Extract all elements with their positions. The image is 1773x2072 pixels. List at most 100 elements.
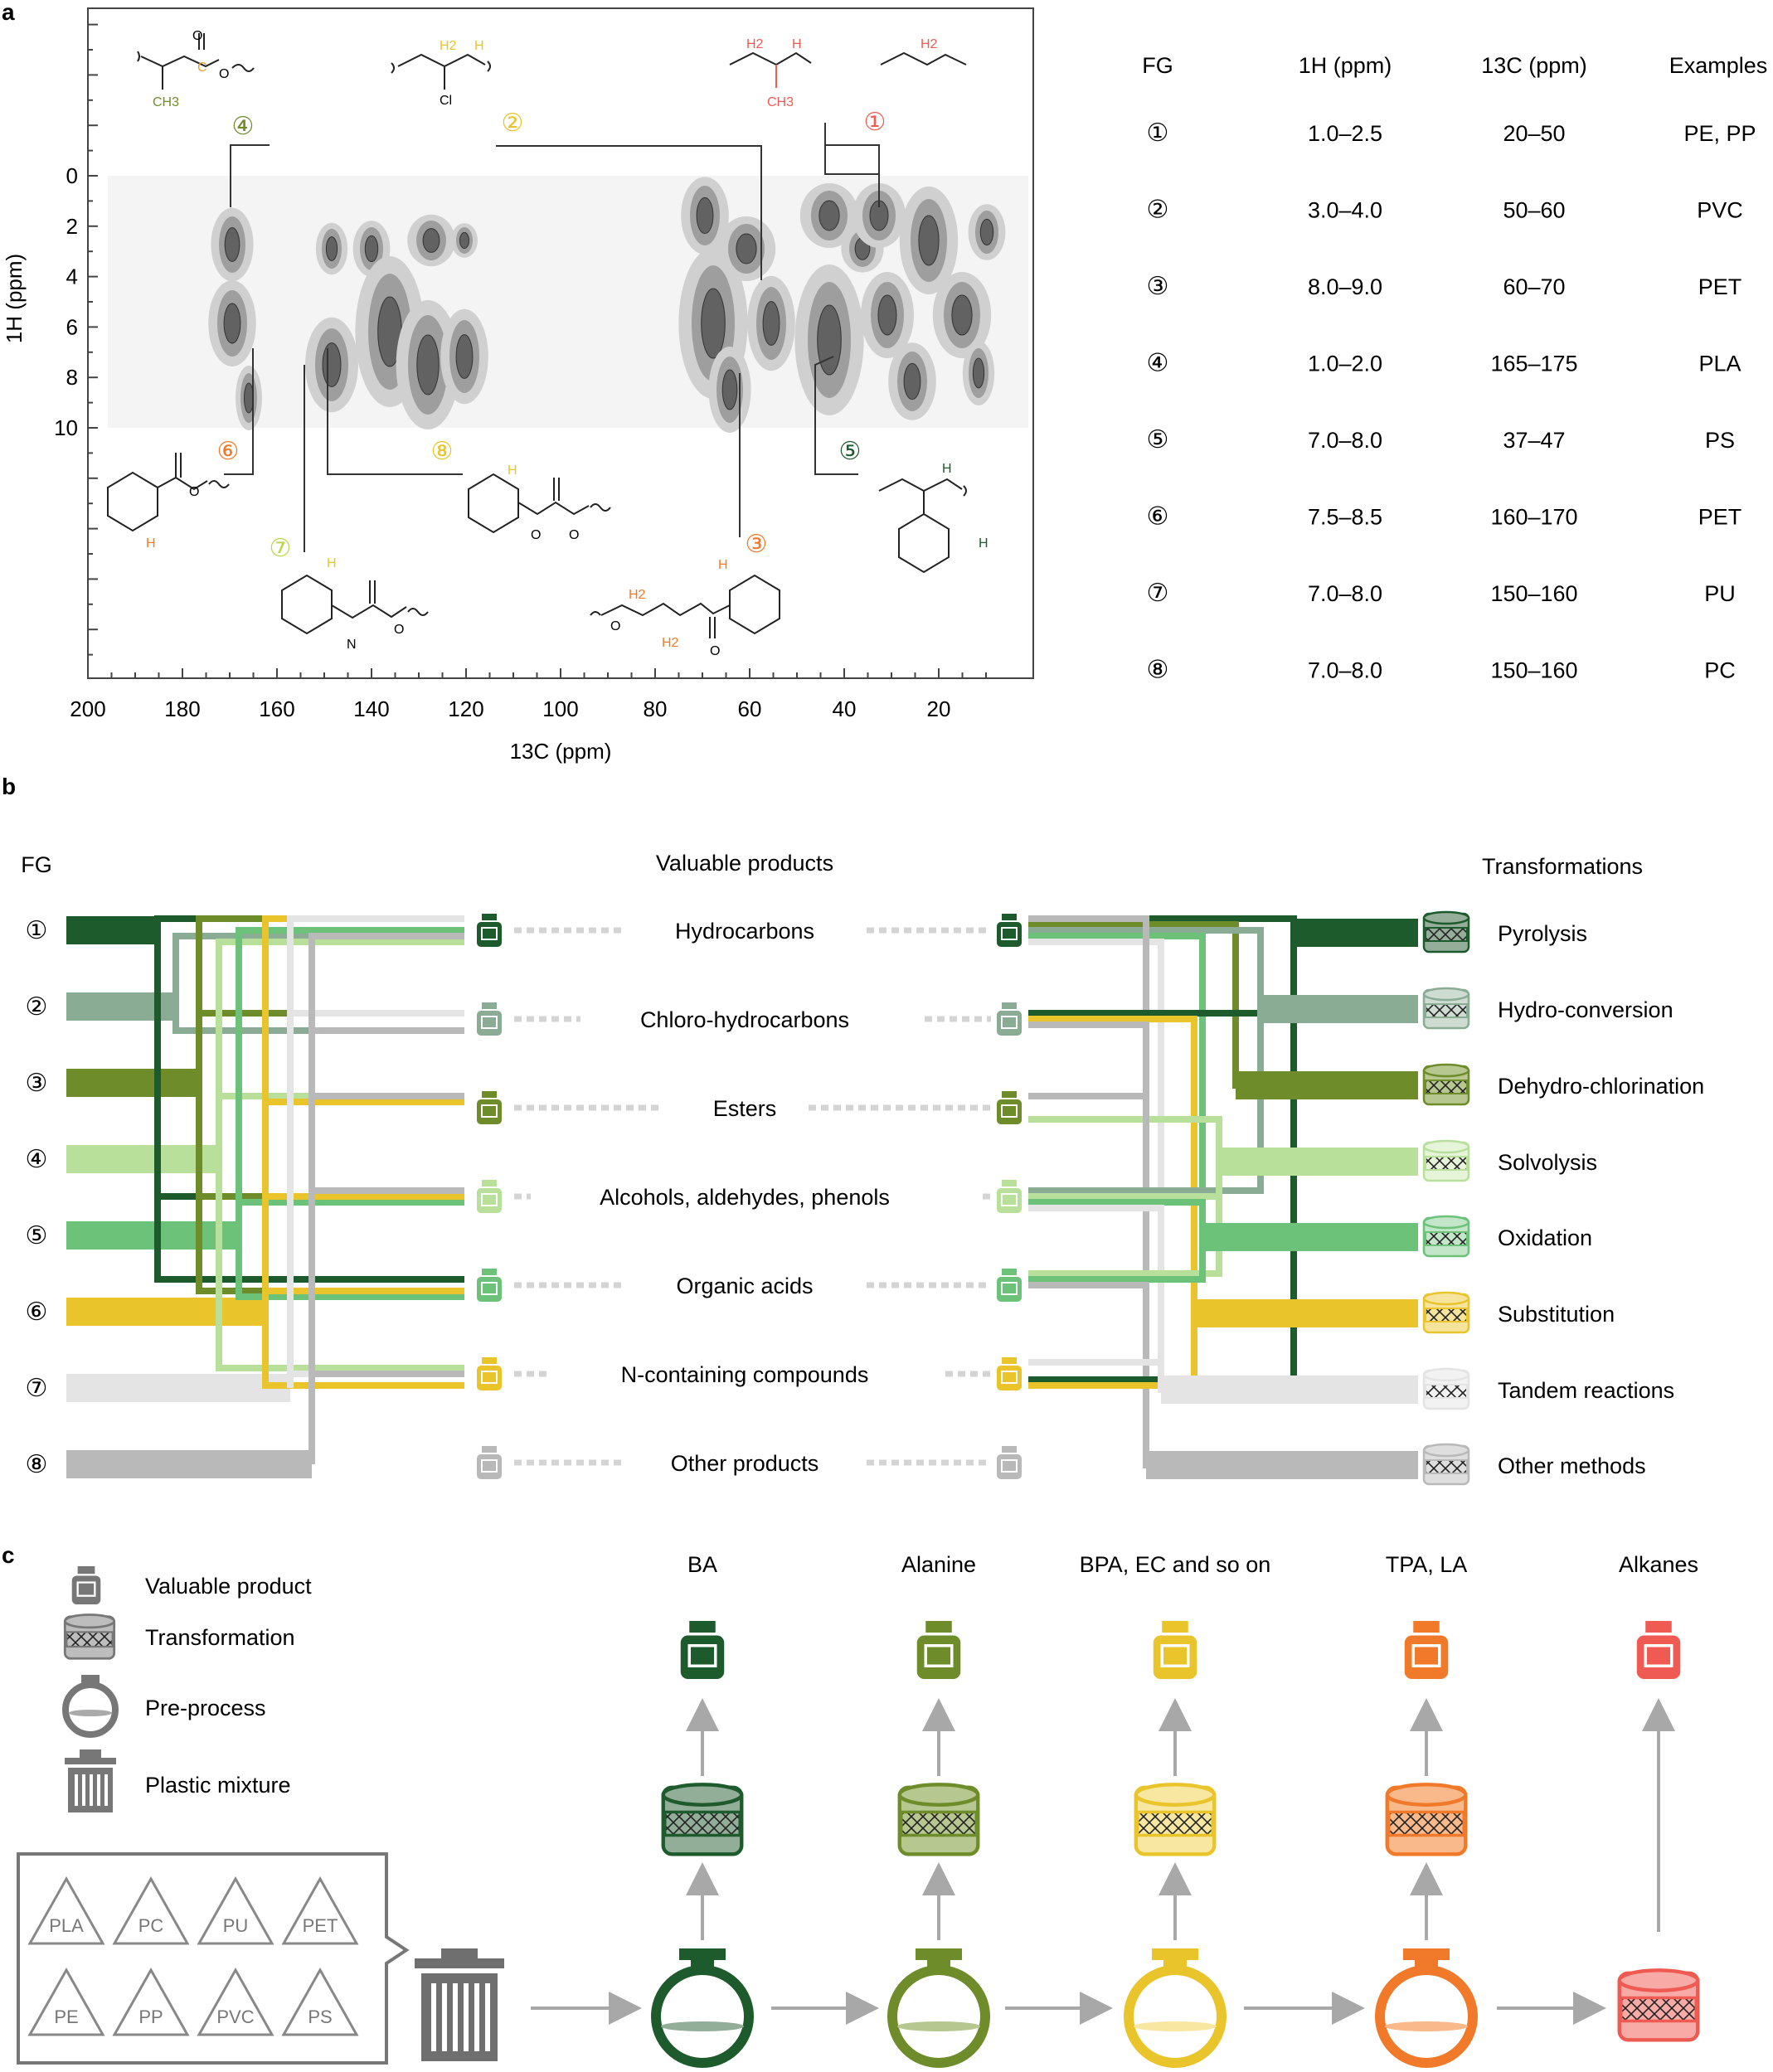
contour-inner (736, 233, 757, 264)
contour-inner (455, 334, 474, 379)
pipeline-stage: Alanine (887, 1552, 990, 2068)
bottle-body (477, 1011, 502, 1036)
transformation-node: Tandem reactions (1422, 1367, 1674, 1410)
bottle-label (76, 1581, 96, 1597)
bottle-body (997, 922, 1022, 947)
product-node: N-containing compounds (477, 1357, 1022, 1390)
transformation-node: Solvolysis (1422, 1139, 1597, 1182)
contour-inner (721, 369, 738, 410)
c-range-cell: 60–70 (1503, 274, 1565, 299)
h-range-cell: 7.0–8.0 (1308, 658, 1382, 683)
product-node: Hydrocarbons (477, 914, 1022, 947)
svg-text:H: H (327, 556, 337, 570)
pipeline-product-label: BA (687, 1552, 717, 1577)
contour-inner (903, 362, 921, 400)
reactor-drum (897, 1783, 980, 1856)
pipeline-product-label: Alkanes (1619, 1552, 1698, 1577)
callout-1: ① (864, 109, 886, 136)
plastic-code: PLA (49, 1915, 84, 1936)
bottle-body (997, 1366, 1022, 1390)
y-tick-label: 4 (66, 264, 78, 289)
flask-icon (651, 1948, 754, 2068)
svg-text:CH3: CH3 (767, 95, 794, 109)
plastic-code: PS (308, 2006, 332, 2027)
fg-product-link (287, 1010, 464, 1388)
product-label: Alcohols, aldehydes, phenols (600, 1185, 890, 1210)
callout-7: ⑦ (270, 535, 292, 562)
legend-transformation: Transformation (145, 1625, 295, 1650)
callout-3: ③ (746, 531, 768, 558)
reactor-drum (63, 1613, 116, 1660)
contour-inner (818, 200, 840, 231)
svg-text:H2: H2 (440, 39, 457, 53)
examples-cell: PVC (1697, 198, 1743, 223)
contour-inner (696, 197, 714, 235)
svg-text:O: O (531, 528, 541, 542)
contour-inner (918, 215, 940, 266)
callout-6: ⑥ (217, 438, 240, 465)
bottle-label (1001, 927, 1018, 940)
bottle-body (477, 1454, 502, 1479)
conversion-network: FG Valuable products Transformations ①②③… (21, 851, 1704, 1486)
transformation-node: Dehydro-chlorination (1422, 1063, 1704, 1106)
reactor-drum (1617, 1968, 1700, 2042)
x-tick-label: 60 (738, 696, 762, 721)
x-axis-label: 13C (ppm) (510, 739, 612, 764)
bottle-cap (1002, 1357, 1017, 1364)
h-range-cell: 3.0–4.0 (1308, 198, 1382, 223)
structure-drawings (107, 33, 967, 638)
product-node: Esters (477, 1091, 1022, 1124)
svg-text:H2: H2 (921, 37, 938, 51)
h-range-cell: 7.0–8.0 (1308, 581, 1382, 606)
pipeline-stage: BA (651, 1552, 754, 2068)
contour-inner (422, 228, 440, 253)
fg-product-link (216, 939, 464, 1159)
bottle-cap (482, 1357, 497, 1364)
recycling-symbol: PU (197, 1875, 274, 1945)
bottle-cap (1002, 1269, 1017, 1275)
contour-inner (325, 236, 338, 261)
h-range-cell: 1.0–2.0 (1308, 352, 1382, 376)
svg-text:13C (ppm): 13C (ppm) (1481, 53, 1587, 78)
plastic-code: PU (223, 1915, 249, 1936)
product-label: Other products (671, 1451, 819, 1476)
svg-text:H: H (979, 536, 989, 551)
fg-product-link (308, 1187, 464, 1464)
contour-inner (224, 227, 240, 262)
callout-leaders (224, 123, 880, 552)
y-tick-label: 6 (66, 314, 78, 339)
svg-text:O: O (192, 29, 202, 43)
transformation-node: Other methods (1422, 1443, 1646, 1486)
contour-inner (322, 342, 342, 387)
fg-product-link (262, 915, 464, 1312)
transformation-node: Hydro-conversion (1422, 987, 1673, 1030)
product-node: Other products (477, 1446, 1022, 1479)
bottle-cap (1002, 1446, 1017, 1453)
c-range-cell: 20–50 (1503, 121, 1565, 146)
recycling-symbol: PS (281, 1967, 359, 2036)
transformation-label: Tandem reactions (1498, 1378, 1674, 1403)
transformation-node: Oxidation (1422, 1215, 1592, 1258)
c-range-cell: 150–160 (1490, 658, 1577, 683)
h-range-cell: 7.0–8.0 (1308, 428, 1382, 453)
fg-cell: ⑦ (1147, 580, 1169, 607)
fg-cell: ④ (1147, 350, 1169, 377)
contour-inner (223, 303, 241, 344)
bottle-label (481, 1459, 498, 1473)
bottle-body (1636, 1635, 1681, 1679)
bottle-cap (482, 1269, 497, 1275)
fg-cell: ⑤ (1147, 426, 1169, 454)
x-tick-label: 180 (164, 696, 200, 721)
svg-text:H2: H2 (746, 37, 764, 51)
examples-cell: PLA (1698, 352, 1741, 376)
reactor-drum (661, 1783, 744, 1856)
panel-label-a: a (2, 0, 15, 25)
bottle-cap (1162, 1621, 1188, 1633)
